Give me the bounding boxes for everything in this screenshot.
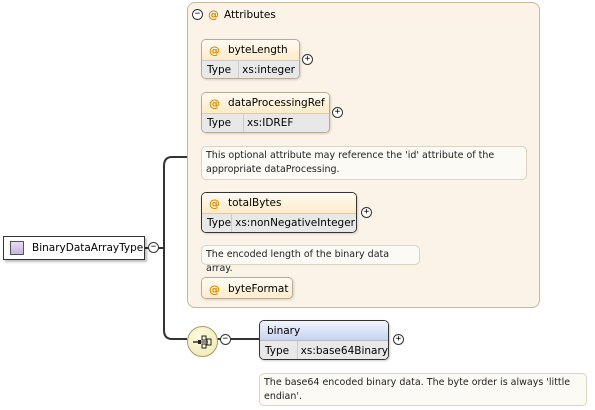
type-label: Type — [207, 217, 232, 229]
type-value: xs:nonNegativeInteger — [231, 214, 356, 232]
attribute-name: totalBytes — [228, 197, 282, 209]
attribute-at-icon: @ — [209, 43, 220, 57]
collapse-root-button[interactable]: − — [148, 242, 159, 253]
expand-totalBytes-button[interactable]: + — [361, 207, 372, 218]
type-value: xs:integer — [238, 61, 299, 78]
type-label: Type — [265, 344, 290, 357]
root-type-name: BinaryDataArrayType — [32, 242, 144, 254]
complex-type-icon — [10, 241, 24, 255]
attribute-name: dataProcessingRef — [228, 97, 325, 109]
totalBytes-documentation: The encoded length of the binary data ar… — [201, 245, 420, 274]
expand-byteLength-button[interactable]: + — [302, 54, 313, 65]
attribute-name: byteFormat — [228, 283, 289, 295]
sequence-compositor-icon[interactable] — [187, 326, 218, 357]
collapse-sequence-button[interactable]: − — [220, 334, 231, 345]
root-type-node[interactable]: BinaryDataArrayType — [3, 236, 145, 260]
element-binary[interactable]: binary Type xs:base64Binary — [259, 320, 389, 360]
attribute-at-icon: @ — [209, 282, 220, 296]
sequence-symbol-icon — [192, 335, 211, 348]
type-value: xs:base64Binary — [296, 341, 388, 359]
attribute-at-icon: @ — [209, 96, 220, 110]
expand-binary-button[interactable]: + — [393, 334, 404, 345]
attribute-byteFormat[interactable]: @ byteFormat — [201, 277, 293, 299]
attributes-group-header: − @ Attributes — [192, 8, 276, 21]
type-value: xs:IDREF — [243, 114, 297, 132]
expand-dataProcessingRef-button[interactable]: + — [332, 107, 343, 118]
attribute-dataProcessingRef[interactable]: @ dataProcessingRef Type xs:IDREF — [201, 92, 330, 133]
type-label: Type — [207, 117, 232, 129]
attribute-totalBytes[interactable]: @ totalBytes Type xs:nonNegativeInteger — [201, 192, 357, 233]
dataProcessingRef-documentation: This optional attribute may reference th… — [201, 146, 527, 180]
attribute-name: byteLength — [228, 44, 288, 56]
attribute-at-icon: @ — [209, 196, 220, 210]
attribute-at-icon: @ — [208, 8, 219, 21]
type-label: Type — [207, 64, 232, 76]
element-name: binary — [267, 324, 301, 337]
attributes-group-title: Attributes — [224, 8, 276, 21]
collapse-attributes-button[interactable]: − — [192, 9, 203, 20]
attribute-byteLength[interactable]: @ byteLength Type xs:integer — [201, 39, 300, 79]
binary-documentation: The base64 encoded binary data. The byte… — [259, 373, 587, 406]
